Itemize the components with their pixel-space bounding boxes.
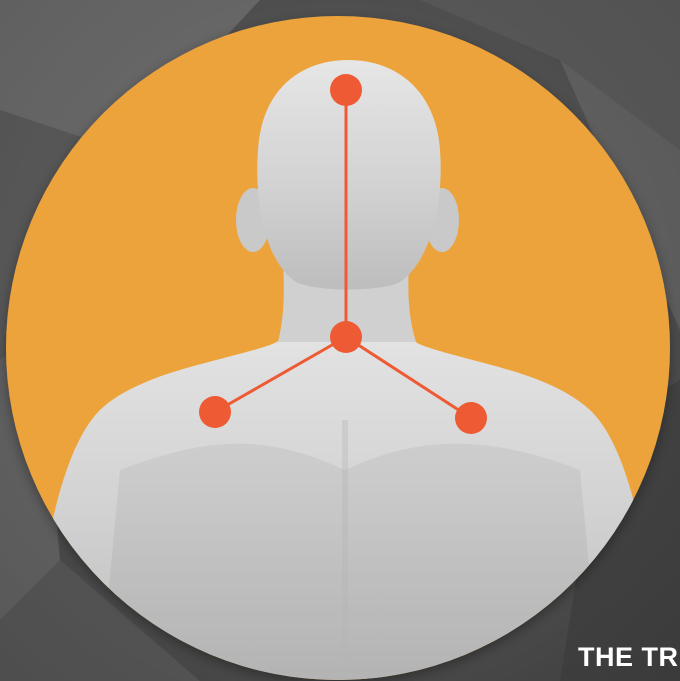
point-marker-icon: [330, 321, 362, 353]
caption-text: THE TR: [578, 644, 679, 671]
point-marker-icon: [455, 402, 487, 434]
point-marker-icon: [330, 74, 362, 106]
point-marker-icon: [199, 396, 231, 428]
